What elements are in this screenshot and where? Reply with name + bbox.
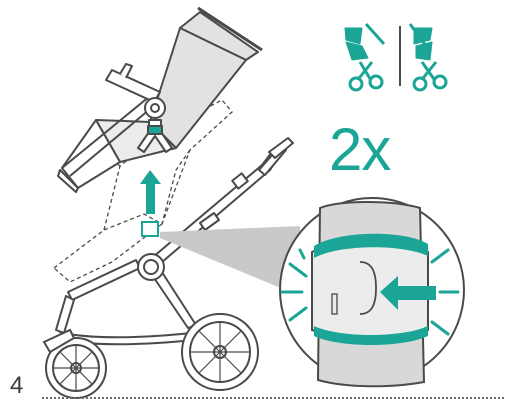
stroller-forward-facing-icon [345,24,384,90]
stroller-parent-facing-icon [410,24,446,90]
seat-unit [58,8,262,192]
repeat-count-label: 2x [329,120,390,180]
frame-adapter [142,222,158,236]
step-number: 4 [10,374,23,398]
zoom-callout-beam [160,226,300,296]
dotted-rule [42,397,504,399]
front-wheel [182,314,258,390]
lift-arrow-icon [138,154,164,214]
zoom-detail [280,198,464,386]
rear-wheel [44,330,106,398]
